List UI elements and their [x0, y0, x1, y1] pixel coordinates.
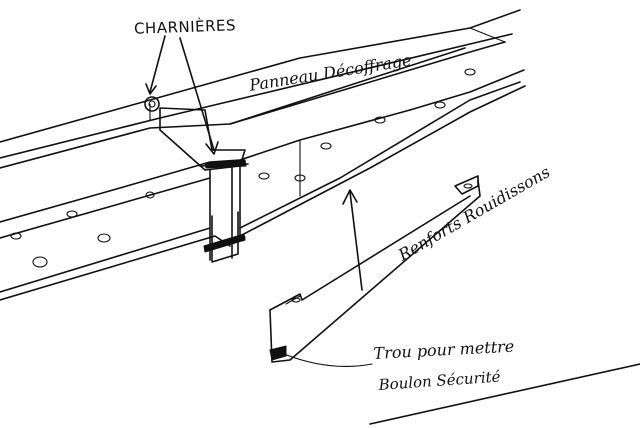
bolt-holes	[10, 68, 476, 268]
hinge-upper	[144, 96, 249, 171]
hole-pointer	[283, 353, 373, 368]
ground-line	[369, 363, 640, 425]
reinforcement-bracket	[269, 175, 481, 363]
hinge-lower	[203, 211, 246, 263]
hinge-arrows	[145, 35, 219, 155]
formwork-panel-upper	[0, 9, 521, 169]
formwork-panel-lower	[0, 69, 526, 301]
hinges-label: CHARNIÈRES	[133, 16, 237, 38]
lift-arrow	[342, 189, 363, 291]
